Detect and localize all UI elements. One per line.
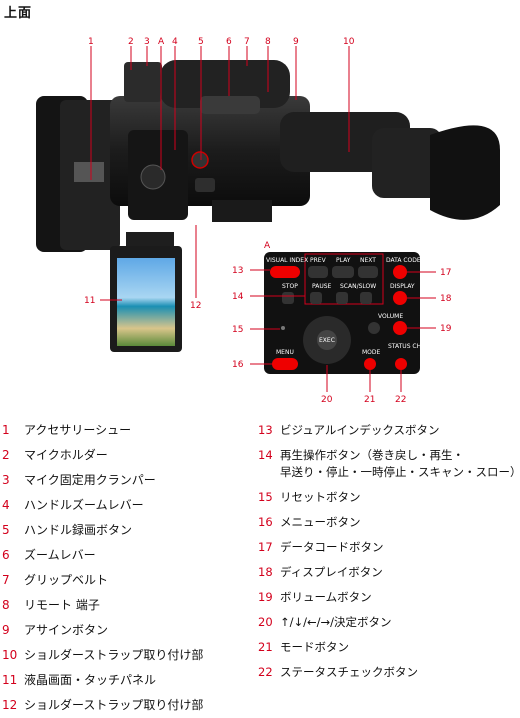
- camera-top-view-figure: VISUAL INDEX PREV PLAY NEXT DATA CODE ST…: [36, 37, 500, 405]
- callout-1: 1: [88, 37, 94, 47]
- callout-16: 16: [232, 360, 244, 370]
- callout-18: 18: [440, 294, 452, 304]
- callout-12: 12: [190, 301, 201, 311]
- callout-9: 9: [293, 37, 299, 47]
- scan-slow-label: SCAN/SLOW: [340, 283, 376, 290]
- callout-22: 22: [395, 395, 406, 405]
- callout-3: 3: [144, 37, 150, 47]
- callout-17: 17: [440, 268, 451, 278]
- callout-10: 10: [343, 37, 355, 47]
- status-check-label: STATUS CHECK: [388, 343, 434, 350]
- camera-body: [36, 60, 500, 252]
- callout-2: 2: [128, 37, 134, 47]
- control-panel-detail: VISUAL INDEX PREV PLAY NEXT DATA CODE ST…: [264, 252, 434, 374]
- callout-14: 14: [232, 292, 244, 302]
- pause-label: PAUSE: [312, 283, 332, 290]
- callout-19: 19: [440, 324, 452, 334]
- callout-a-detail: A: [264, 241, 271, 251]
- callout-5: 5: [198, 37, 204, 47]
- callout-lines: [90, 46, 436, 392]
- callout-13: 13: [232, 266, 243, 276]
- visual-index-label: VISUAL INDEX: [266, 257, 308, 264]
- callout-a-top: A: [158, 37, 165, 47]
- menu-label: MENU: [276, 349, 294, 356]
- display-label: DISPLAY: [390, 283, 415, 290]
- lcd-panel: [110, 246, 182, 352]
- volume-label: VOLUME: [378, 313, 403, 320]
- page-title: 上面: [4, 6, 33, 21]
- callout-7: 7: [244, 37, 250, 47]
- callout-numbers: 1 2 3 A 4 5 6 7 8 9 10 11 12 A 13 14 15 …: [84, 37, 452, 405]
- callout-4: 4: [172, 37, 178, 47]
- prev-label: PREV: [310, 257, 327, 264]
- callout-11: 11: [84, 296, 95, 306]
- stop-label: STOP: [282, 283, 298, 290]
- callout-15: 15: [232, 325, 243, 335]
- next-label: NEXT: [360, 257, 376, 264]
- callout-8: 8: [265, 37, 271, 47]
- callout-21: 21: [364, 395, 375, 405]
- play-label: PLAY: [336, 257, 351, 264]
- callout-6: 6: [226, 37, 232, 47]
- callout-20: 20: [321, 395, 333, 405]
- exec-label: EXEC: [319, 337, 335, 344]
- legend-item: 20↑/↓/←/→/決定ボタン: [258, 615, 392, 629]
- data-code-label: DATA CODE: [386, 257, 421, 264]
- mode-label: MODE: [362, 349, 381, 356]
